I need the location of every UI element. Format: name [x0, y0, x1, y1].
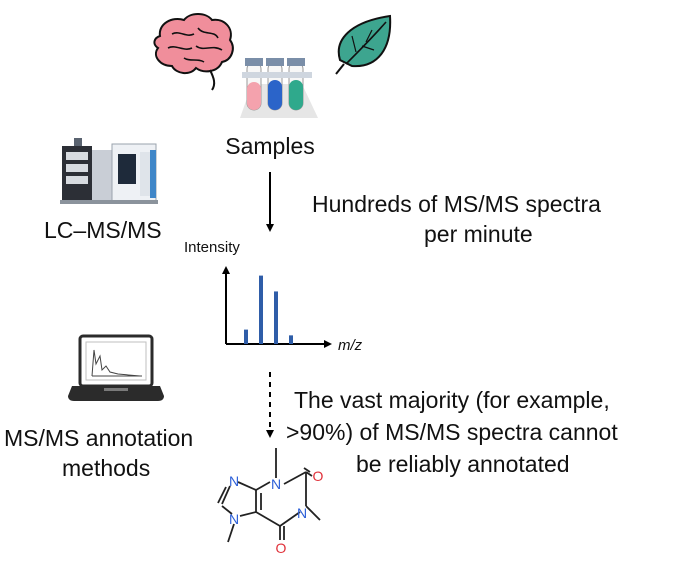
leaf-icon — [335, 14, 392, 75]
caffeine-atom-labels: N O N O N N — [229, 468, 324, 556]
atom-o2: O — [313, 468, 324, 484]
brain-icon — [153, 13, 234, 91]
methods-text-line-2: methods — [62, 455, 150, 481]
spectrum-peak — [289, 335, 293, 344]
result-text-line-2: >90%) of MS/MS spectra cannot — [286, 419, 618, 445]
methods-text-line-1: MS/MS annotation — [4, 425, 193, 451]
atom-n7: N — [229, 511, 239, 527]
atom-o6: O — [276, 540, 287, 556]
spectrum-plot: Intensity m/z — [184, 239, 363, 354]
spectrum-peak — [259, 275, 263, 344]
laptop-icon — [68, 334, 164, 401]
atom-n3: N — [271, 476, 281, 492]
test-tubes-icon — [240, 58, 318, 118]
spectrum-peak — [244, 329, 248, 344]
spectrum-peaks — [244, 275, 293, 344]
atom-n1: N — [297, 505, 307, 521]
atom-n9: N — [229, 473, 239, 489]
spectrum-peak — [274, 291, 278, 344]
result-text-line-1: The vast majority (for example, — [294, 387, 610, 413]
rate-text-line-2: per minute — [424, 221, 533, 247]
result-text-line-3: be reliably annotated — [356, 451, 570, 477]
rate-text-line-1: Hundreds of MS/MS spectra — [312, 191, 601, 217]
samples-label: Samples — [225, 133, 314, 159]
x-axis-label: m/z — [338, 337, 363, 354]
mass-spectrometer-icon — [60, 138, 158, 204]
lc-ms-ms-label: LC–MS/MS — [44, 217, 162, 243]
y-axis-label: Intensity — [184, 239, 240, 256]
caffeine-molecule — [217, 448, 321, 543]
